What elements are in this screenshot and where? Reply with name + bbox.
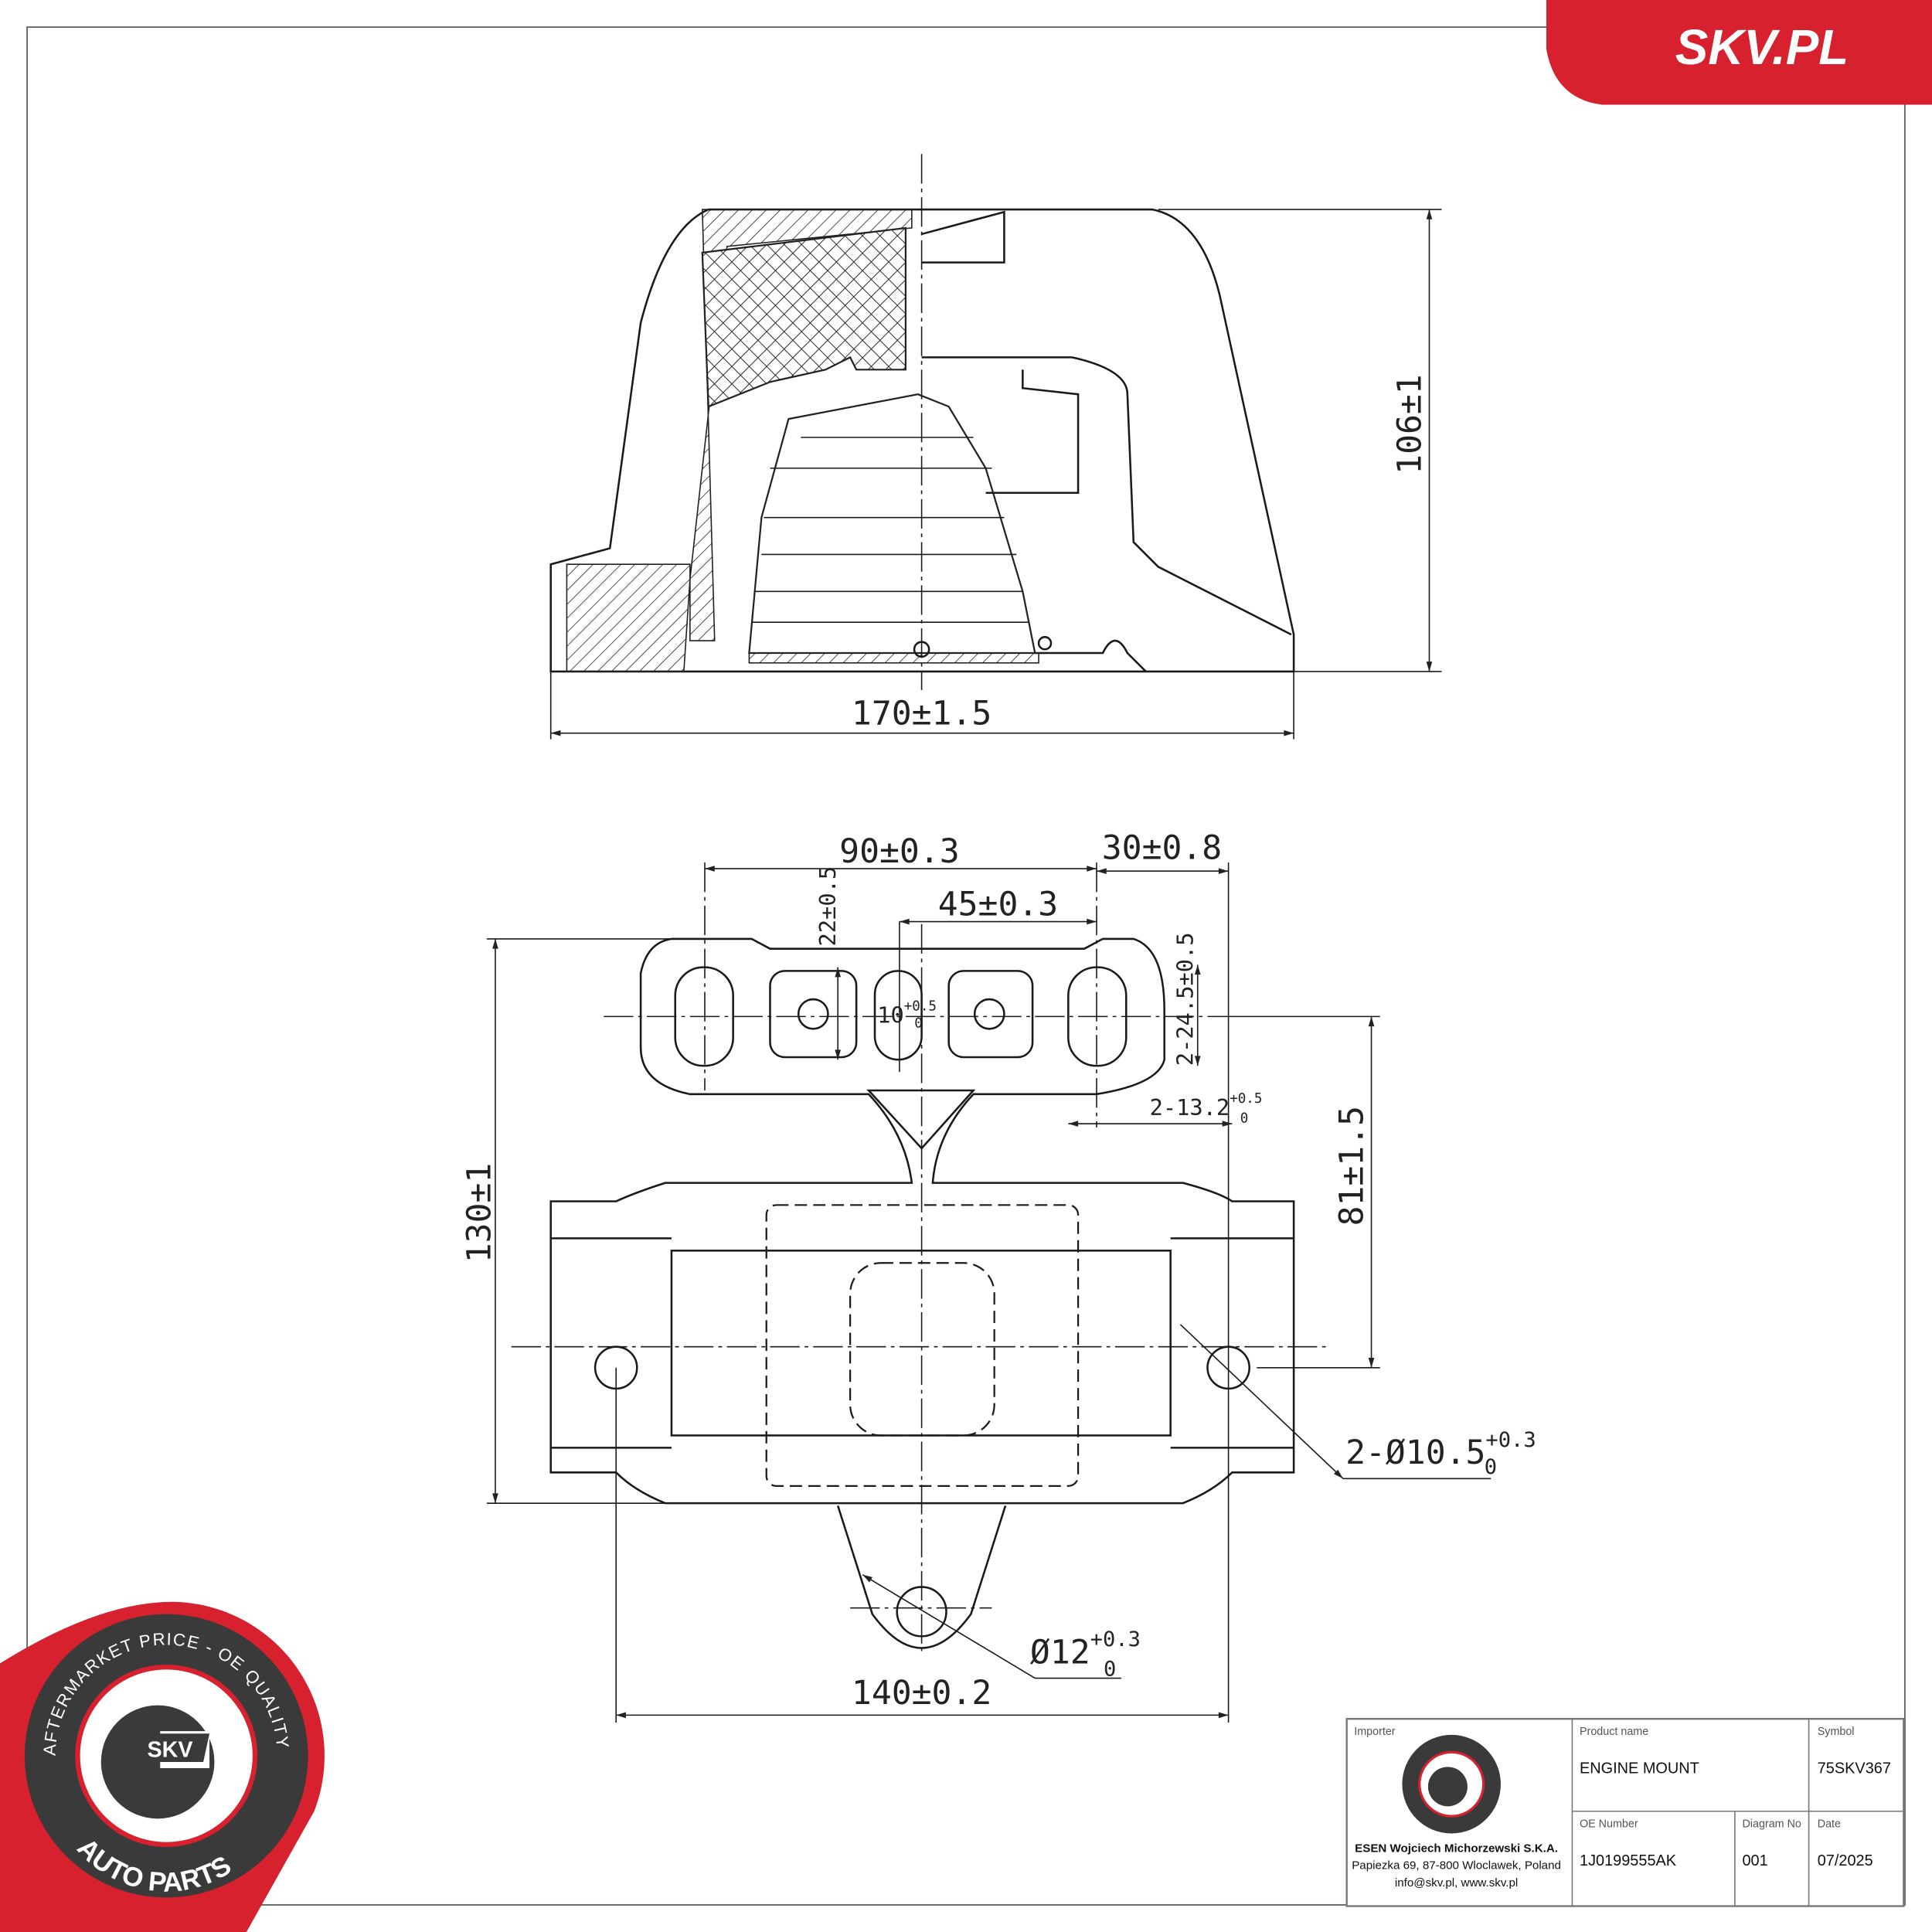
dim-140-label: 140±0.2 bbox=[852, 1674, 992, 1713]
diagram-no: 001 bbox=[1742, 1852, 1767, 1869]
top-view: 106±1 170±1.5 bbox=[549, 154, 1442, 740]
dim-45-label: 45±0.3 bbox=[938, 886, 1058, 924]
skv-seal: SKV AFTERMARKET PRICE - OE QUALITY AUTO … bbox=[0, 1601, 325, 1932]
rubber-section bbox=[701, 226, 906, 408]
oe-number: 1J0199555AK bbox=[1580, 1852, 1677, 1869]
product-name-label: Product name bbox=[1580, 1726, 1648, 1738]
lower-lug bbox=[836, 1505, 1007, 1649]
dim-30-label: 30±0.8 bbox=[1102, 828, 1222, 867]
dim-90-label: 90±0.3 bbox=[839, 832, 959, 871]
product-name: ENGINE MOUNT bbox=[1580, 1760, 1699, 1777]
section-hatch bbox=[566, 209, 913, 672]
housing-line bbox=[921, 356, 1292, 636]
dim-130-label: 130±1 bbox=[461, 1163, 499, 1264]
bracket-outline bbox=[549, 937, 1295, 1505]
brand-logo-text: SKV.PL bbox=[1675, 19, 1849, 75]
symbol-label: Symbol bbox=[1818, 1726, 1855, 1738]
brand-logo: SKV.PL bbox=[1546, 0, 1932, 105]
title-block: Importer ESEN Wojciech Michorzewski S.K.… bbox=[1345, 1717, 1905, 1907]
dim-22-label: 22±0.5 bbox=[815, 866, 841, 947]
importer-logo bbox=[1402, 1734, 1501, 1834]
dim-81-label: 81±1.5 bbox=[1332, 1106, 1371, 1226]
importer-address: Papiezka 69, 87-800 Wloclawek, Poland bbox=[1352, 1859, 1561, 1872]
seal-center-text: SKV bbox=[148, 1738, 193, 1763]
importer-label: Importer bbox=[1354, 1726, 1396, 1738]
height-dimension-label: 106±1 bbox=[1390, 374, 1429, 474]
oe-number-label: OE Number bbox=[1580, 1818, 1638, 1830]
dim-24-5-label: 2-24.5±0.5 bbox=[1172, 932, 1198, 1066]
inner-core bbox=[748, 393, 1036, 655]
diagram-no-label: Diagram No bbox=[1742, 1818, 1801, 1830]
symbol-value: 75SKV367 bbox=[1818, 1760, 1891, 1777]
width-dimension-label: 170±1.5 bbox=[852, 695, 992, 733]
date-label: Date bbox=[1818, 1818, 1841, 1830]
importer-contact: info@skv.pl, www.skv.pl bbox=[1395, 1876, 1518, 1889]
page-frame bbox=[26, 26, 1906, 1906]
date-value: 07/2025 bbox=[1818, 1852, 1873, 1869]
importer-name: ESEN Wojciech Michorzewski S.K.A. bbox=[1355, 1842, 1558, 1855]
